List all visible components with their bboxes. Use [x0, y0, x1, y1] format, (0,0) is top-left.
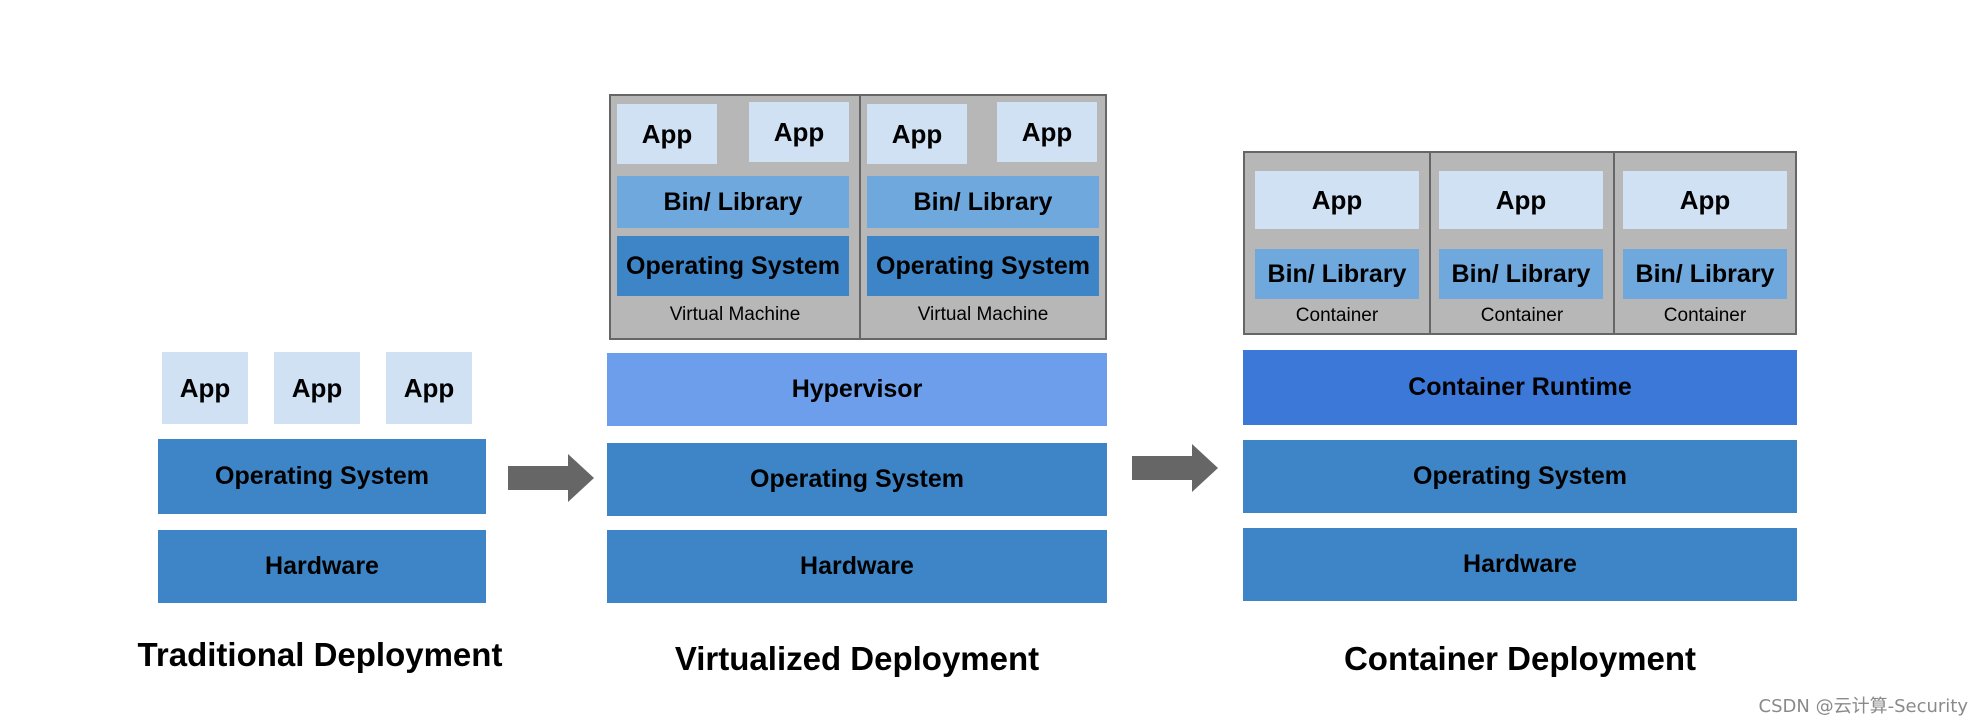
- traditional-hardware: Hardware: [158, 530, 486, 603]
- vm1-app-2: App: [749, 102, 849, 162]
- virtual-machine-2: App App Bin/ Library Operating System Vi…: [859, 96, 1105, 338]
- container-3: App Bin/ Library Container: [1613, 153, 1795, 333]
- container2-bin-library: Bin/ Library: [1439, 249, 1603, 299]
- container1-app: App: [1255, 171, 1419, 229]
- traditional-app-3: App: [386, 352, 472, 424]
- traditional-app-2: App: [274, 352, 360, 424]
- vm1-bin-library: Bin/ Library: [617, 176, 849, 228]
- vm1-label: Virtual Machine: [669, 304, 801, 325]
- virtual-machines-frame: App App Bin/ Library Operating System Vi…: [609, 94, 1107, 340]
- container-hardware: Hardware: [1243, 528, 1797, 601]
- traditional-app-1: App: [162, 352, 248, 424]
- container2-label: Container: [1480, 305, 1564, 326]
- right-arrow-icon: [508, 454, 594, 502]
- container2-app: App: [1439, 171, 1603, 229]
- vm1-app-1: App: [617, 104, 717, 164]
- container3-app: App: [1623, 171, 1787, 229]
- vm2-operating-system: Operating System: [867, 236, 1099, 296]
- container3-bin-library: Bin/ Library: [1623, 249, 1787, 299]
- container1-label: Container: [1295, 305, 1379, 326]
- virtualized-operating-system: Operating System: [607, 443, 1107, 516]
- container-1: App Bin/ Library Container: [1245, 153, 1429, 333]
- traditional-deployment-title: Traditional Deployment: [137, 636, 503, 673]
- container3-label: Container: [1663, 305, 1747, 326]
- traditional-operating-system: Operating System: [158, 439, 486, 514]
- container-2: App Bin/ Library Container: [1429, 153, 1613, 333]
- container-deployment-title: Container Deployment: [1343, 640, 1697, 677]
- containers-frame: App Bin/ Library Container App Bin/ Libr…: [1243, 151, 1797, 335]
- vm2-label: Virtual Machine: [917, 304, 1049, 325]
- vm2-app-1: App: [867, 104, 967, 164]
- container-operating-system: Operating System: [1243, 440, 1797, 513]
- right-arrow-icon: [1132, 444, 1218, 492]
- watermark: CSDN @云计算-Security: [1758, 696, 1968, 717]
- vm2-app-2: App: [997, 102, 1097, 162]
- virtual-machine-1: App App Bin/ Library Operating System Vi…: [611, 96, 859, 338]
- vm1-operating-system: Operating System: [617, 236, 849, 296]
- container1-bin-library: Bin/ Library: [1255, 249, 1419, 299]
- vm2-bin-library: Bin/ Library: [867, 176, 1099, 228]
- hypervisor: Hypervisor: [607, 353, 1107, 426]
- virtualized-hardware: Hardware: [607, 530, 1107, 603]
- container-runtime: Container Runtime: [1243, 350, 1797, 425]
- virtualized-deployment-title: Virtualized Deployment: [674, 640, 1040, 677]
